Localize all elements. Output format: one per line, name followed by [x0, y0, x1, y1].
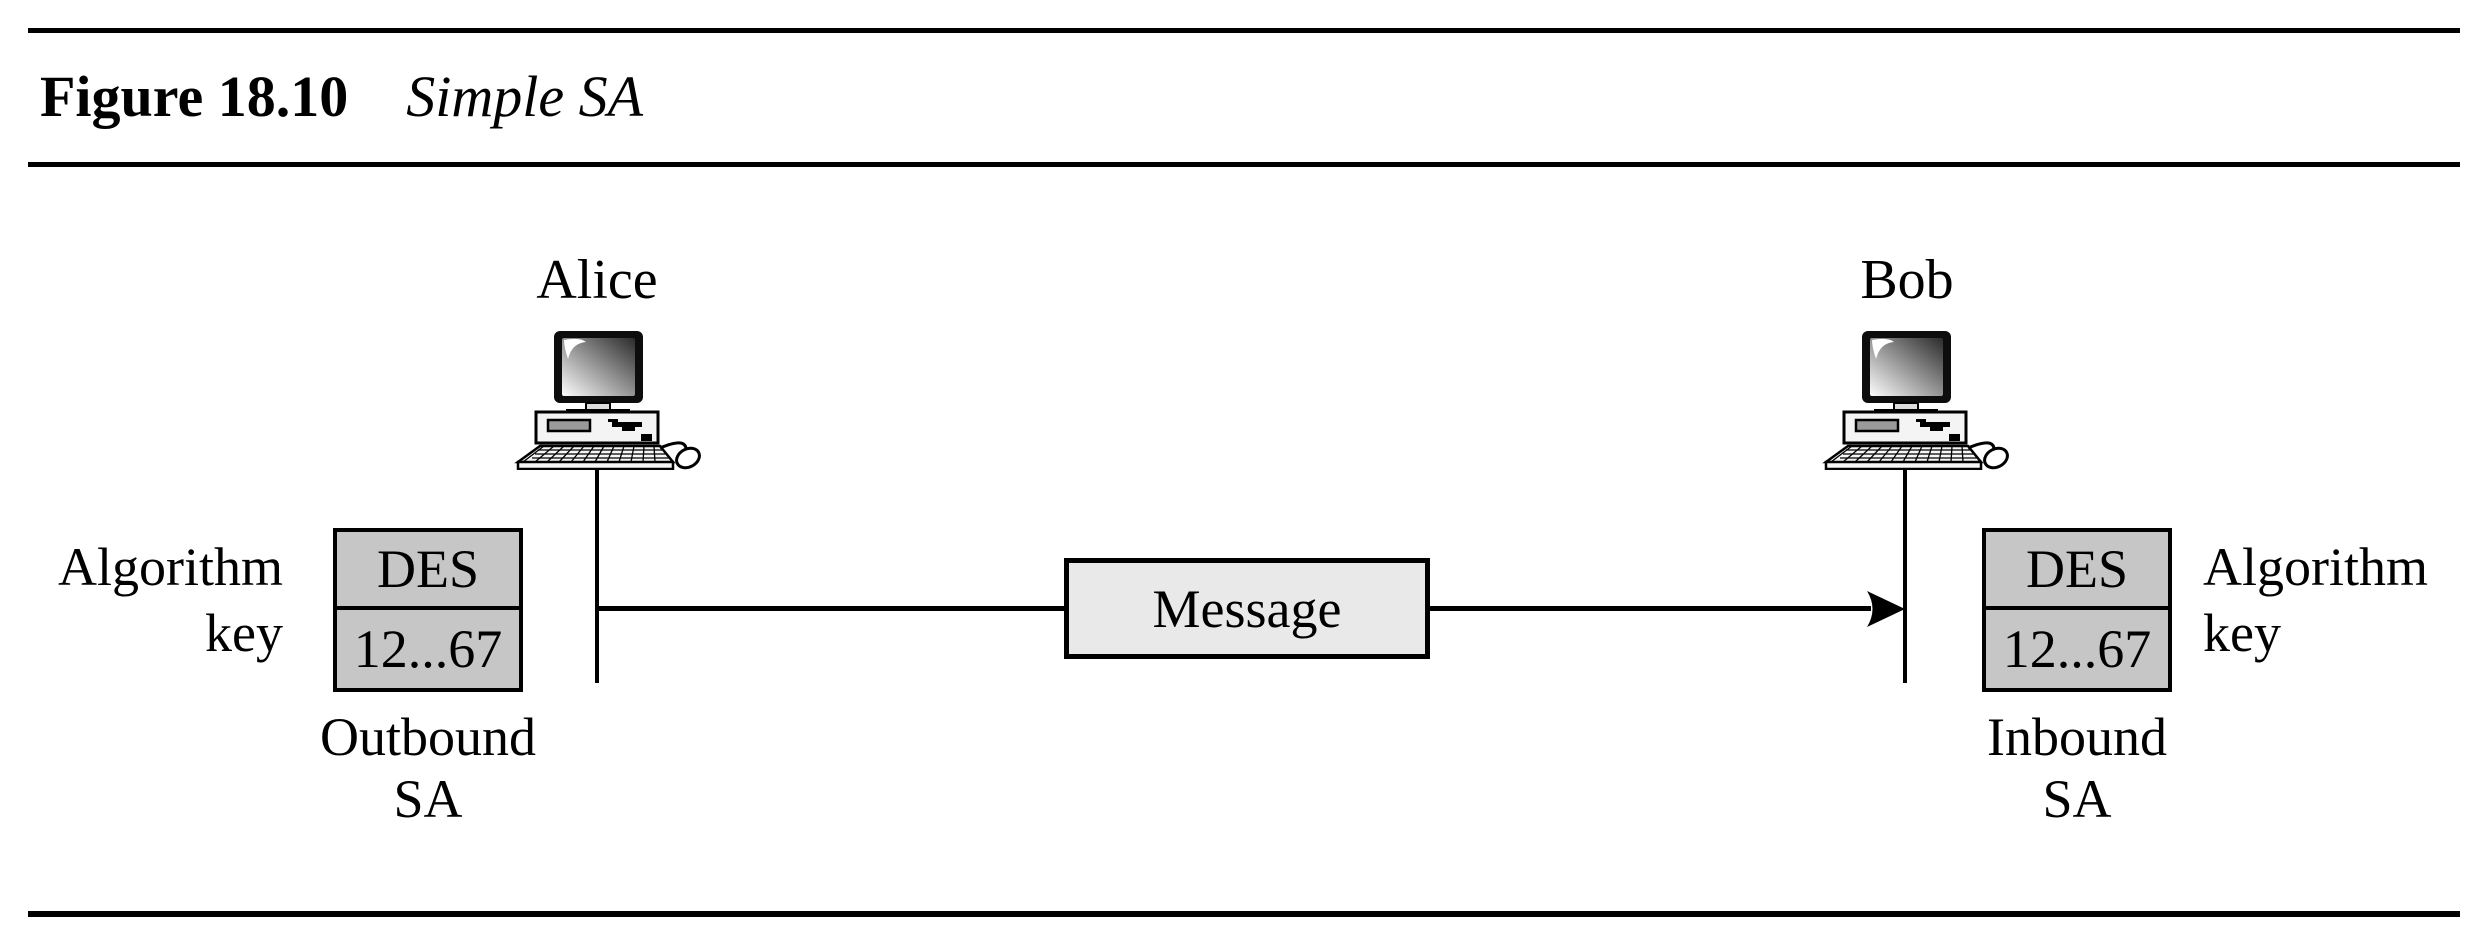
inbound-key-label-line1: Algorithm: [2203, 537, 2428, 597]
inbound-key-label-line2: key: [2203, 603, 2281, 663]
inbound-key-label: Algorithm key: [2203, 534, 2463, 666]
message-line-right: [1430, 606, 1871, 611]
bottom-rule: [28, 911, 2460, 917]
figure-number: Figure 18.10: [40, 64, 349, 129]
outbound-sa-caption-line2: SA: [393, 769, 463, 829]
message-line-left: [598, 606, 1064, 611]
outbound-algorithm-cell: DES: [337, 532, 519, 610]
alice-computer-icon: [514, 331, 701, 470]
outbound-sa-caption-line1: Outbound: [320, 707, 536, 767]
inbound-algorithm-cell: DES: [1986, 532, 2168, 610]
floppy-slot: [1920, 422, 1950, 427]
inbound-key-cell: 12...67: [2002, 619, 2152, 679]
inbound-sa-box: DES 12...67: [1982, 528, 2172, 692]
outbound-sa-caption: Outbound SA: [278, 706, 578, 830]
bob-computer-icon: [1822, 331, 2009, 470]
message-box: Message: [1064, 558, 1430, 659]
outbound-sa-box: DES 12...67: [333, 528, 523, 692]
keyboard-keys: [1830, 445, 1977, 463]
outbound-key-label-line1: Algorithm: [58, 537, 283, 597]
figure-caption: Simple SA: [406, 64, 644, 129]
alice-label: Alice: [536, 249, 658, 311]
mouse-icon: [1983, 446, 2009, 470]
screen-highlight: [564, 338, 586, 359]
keyboard-keys: [522, 445, 669, 463]
outbound-key-label-line2: key: [205, 603, 283, 663]
floppy-tab-bottom: [622, 427, 635, 431]
outbound-key-label: Algorithm key: [23, 534, 283, 666]
inbound-sa-caption-line1: Inbound: [1987, 707, 2167, 767]
power-led: [1949, 434, 1960, 441]
mouse-icon: [675, 446, 701, 470]
header-rule: [28, 162, 2460, 167]
monitor-screen: [562, 338, 635, 396]
bob-label: Bob: [1860, 249, 1954, 311]
floppy-tab-top: [608, 419, 618, 422]
top-rule: [28, 28, 2460, 33]
message-label: Message: [1152, 578, 1342, 639]
floppy-tab-bottom: [1930, 427, 1943, 431]
monitor-screen: [1870, 338, 1943, 396]
case-vent-slot: [546, 418, 592, 433]
bob-node-line: [1903, 469, 1907, 683]
arrow-right-icon: [1867, 591, 1905, 627]
case-vent-slot: [1854, 418, 1900, 433]
inbound-sa-caption-line2: SA: [2042, 769, 2112, 829]
inbound-sa-caption: Inbound SA: [1927, 706, 2227, 830]
power-led: [641, 434, 652, 441]
alice-node-line: [595, 469, 599, 683]
outbound-key-cell: 12...67: [353, 619, 503, 679]
figure-title: Figure 18.10 Simple SA: [40, 66, 643, 128]
floppy-tab-top: [1916, 419, 1926, 422]
screen-highlight: [1872, 338, 1894, 359]
floppy-slot: [612, 422, 642, 427]
